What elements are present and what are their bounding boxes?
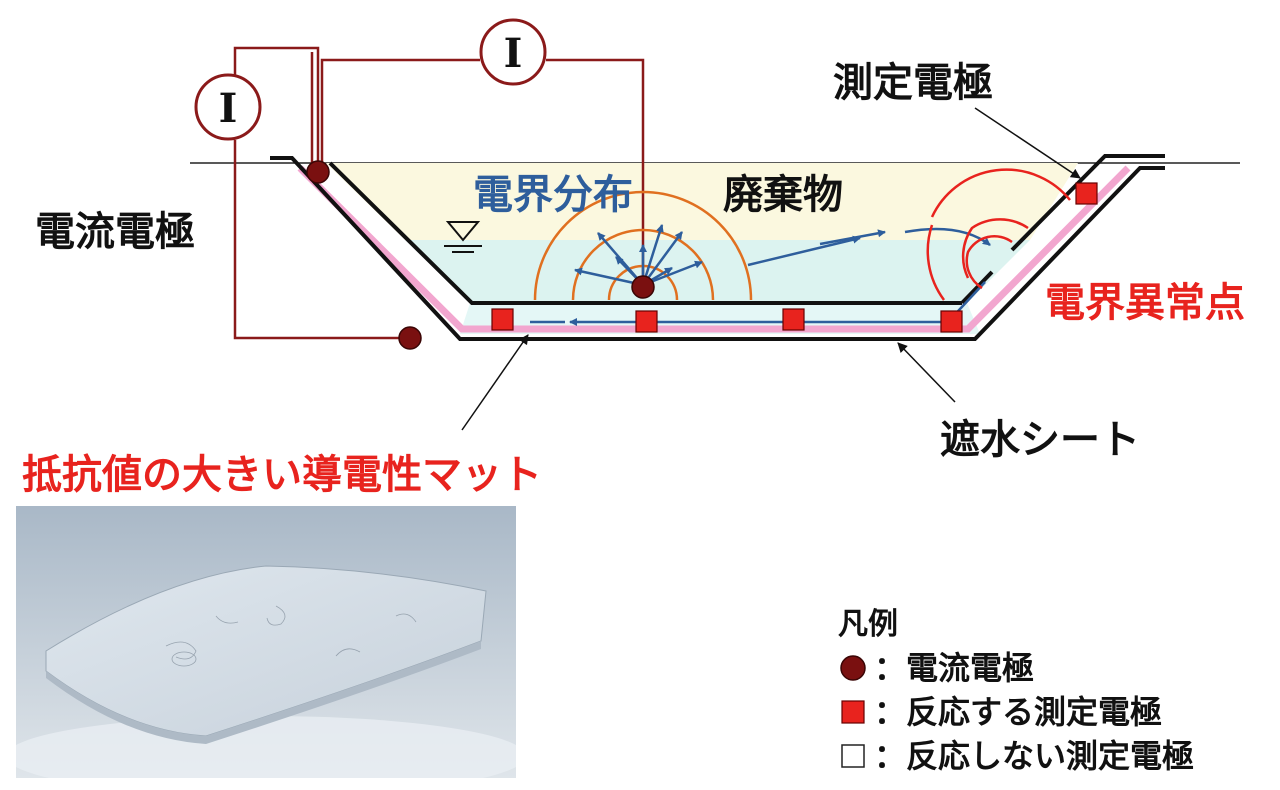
label-impermeable-sheet: 遮水シート (940, 417, 1140, 463)
label-current-electrode: 電流電極 (35, 209, 195, 255)
conductive-mat-photo (16, 506, 516, 778)
leader-lines (461, 107, 1081, 431)
measure-electrode-4 (940, 310, 963, 333)
ammeter-left: I (194, 73, 262, 141)
current-electrode-rim (306, 160, 330, 184)
red-square-icon (838, 697, 868, 727)
anomaly-field-arcs (926, 168, 1071, 301)
measure-electrode-3 (782, 308, 805, 331)
ammeter-top: I (479, 18, 547, 86)
inner-liner-left (328, 161, 962, 305)
label-waste: 廃棄物 (723, 172, 843, 218)
ammeter-top-symbol: I (504, 30, 523, 77)
dark-circle-icon (838, 653, 868, 683)
label-anomaly-point: 電界異常点 (1045, 280, 1245, 326)
legend-item-nonreacting-electrode: ：反応しない測定電極 (838, 734, 1194, 778)
mat-photo-illustration (16, 506, 516, 778)
legend-title: 凡例 (838, 607, 898, 642)
white-square-icon (838, 741, 868, 771)
label-conductive-mat: 抵抗値の大きい導電性マット (22, 452, 542, 498)
current-electrode-waste (631, 275, 655, 299)
legend-item-current-electrode: ：電流電極 (838, 646, 1194, 690)
conductive-mat-layer (297, 165, 1131, 333)
legend-item-label: ：反応しない測定電極 (874, 737, 1195, 775)
impermeable-sheet-outer (270, 156, 1165, 341)
waste-body (326, 163, 1078, 240)
label-field-distribution: 電界分布 (473, 172, 633, 218)
legend-item-label: ：電流電極 (874, 649, 1035, 687)
wiring (233, 46, 645, 340)
measure-electrode-5 (1075, 182, 1098, 205)
inner-liner-right-lower (960, 270, 994, 305)
right-rim (1096, 154, 1165, 165)
groundwater (405, 240, 1030, 303)
current-electrode-outside (398, 326, 422, 350)
label-measure-electrode: 測定電極 (833, 60, 993, 106)
measure-electrode-1 (491, 308, 514, 331)
legend: 凡例 ：電流電極 ：反応する測定電極 ：反応しない測定電極 (838, 610, 1194, 778)
legend-item-label: ：反応する測定電極 (874, 693, 1163, 731)
measure-electrode-2 (635, 310, 658, 333)
inner-liner-right-upper (1010, 161, 1100, 252)
legend-item-reacting-electrode: ：反応する測定電極 (838, 690, 1194, 734)
ammeter-left-symbol: I (219, 85, 238, 132)
water-level-symbol (444, 221, 482, 253)
